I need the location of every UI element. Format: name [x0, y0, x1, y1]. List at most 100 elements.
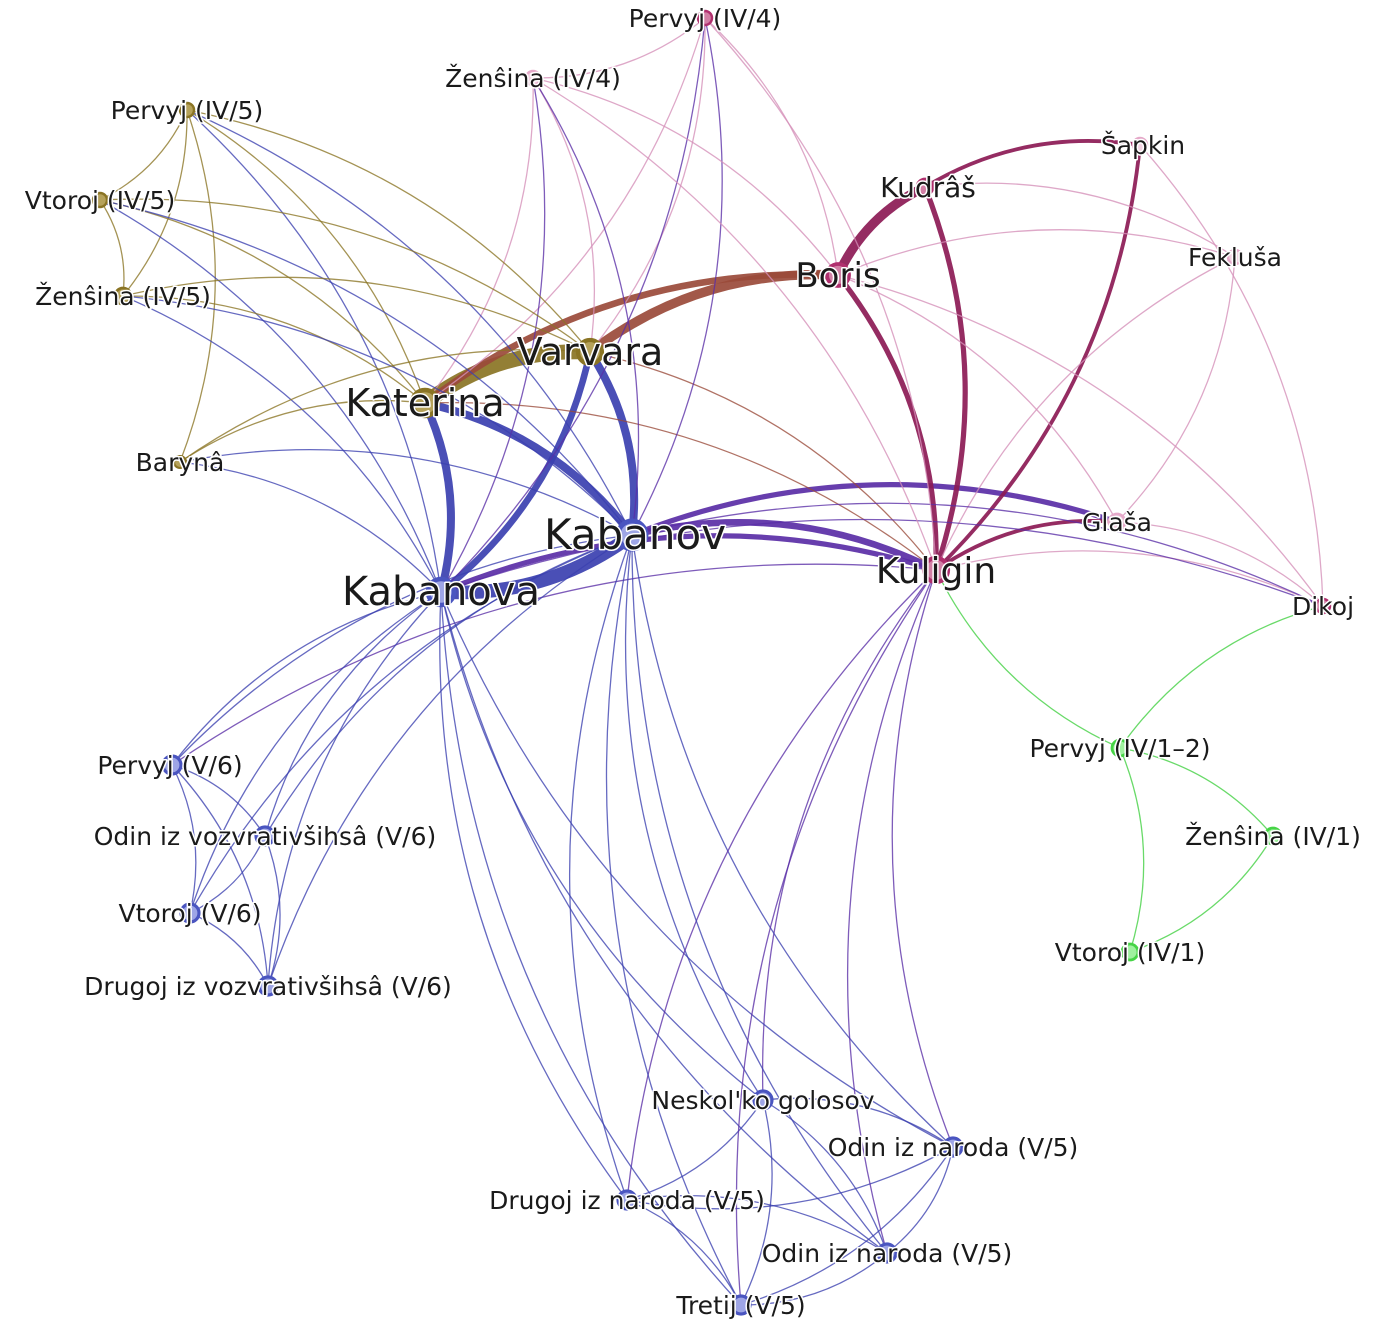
edge-varvara-kuligin	[589, 351, 937, 571]
node-kabanova[interactable]	[425, 576, 457, 608]
edge-neskolko-kuligin	[761, 569, 937, 1101]
node-label-sapkin: Šapkin	[1101, 130, 1185, 160]
node-zensina-iv4[interactable]	[524, 69, 542, 87]
node-kuligin[interactable]	[921, 555, 951, 585]
node-marker-kuligin[interactable]	[921, 555, 951, 585]
edge-kudras-kuligin	[922, 184, 968, 573]
edge-kabanova-kuligin	[438, 533, 939, 595]
node-feklusa[interactable]	[1226, 248, 1244, 266]
node-marker-zensina-iv1[interactable]	[1263, 826, 1283, 846]
node-marker-glasa[interactable]	[1107, 512, 1127, 532]
edge-zensina-iv4-kuligin	[532, 77, 937, 571]
edge-kudras-sapkin	[923, 139, 1142, 189]
node-katerina[interactable]	[409, 387, 441, 419]
edge-odin-naroda-a-kuligin	[891, 569, 954, 1148]
node-marker-varvara[interactable]	[575, 337, 605, 367]
edge-drugoj-naroda-kuligin	[626, 569, 937, 1201]
node-marker-drugoj-naroda[interactable]	[616, 1189, 638, 1211]
node-glasa[interactable]	[1107, 512, 1127, 532]
node-label-pervyj-v6: Pervyj (V/6)	[97, 751, 242, 780]
node-kudras[interactable]	[915, 177, 935, 197]
node-vtoroj-v6[interactable]	[179, 902, 201, 924]
node-label-zensina-iv1: Ženŝina (IV/1)	[1185, 822, 1361, 851]
node-odin-naroda-a[interactable]	[942, 1136, 964, 1158]
node-marker-pervyj-iv5[interactable]	[178, 101, 196, 119]
edge-odin-vozvr-v6-kabanov	[264, 534, 633, 837]
edge-pervyj-iv5-katerina	[186, 109, 426, 404]
edge-baryna-varvara	[179, 348, 591, 463]
node-tretij-v5[interactable]	[730, 1294, 752, 1316]
edge-sapkin-kuligin	[934, 143, 1142, 572]
node-drugoj-vozvr-v6[interactable]	[257, 975, 279, 997]
node-zensina-iv5[interactable]	[113, 286, 133, 306]
edge-kuligin-dikoj	[935, 550, 1324, 607]
node-marker-sapkin[interactable]	[1131, 136, 1149, 154]
node-marker-zensina-iv5[interactable]	[113, 286, 133, 306]
node-label-kabanova: Kabanova	[342, 569, 540, 615]
node-boris[interactable]	[825, 262, 851, 288]
node-sapkin[interactable]	[1131, 136, 1149, 154]
edge-pervyj-v6-kabanov	[171, 534, 633, 766]
node-marker-boris[interactable]	[825, 262, 851, 288]
node-vtoroj-iv1[interactable]	[1120, 942, 1140, 962]
node-label-zensina-iv4: Ženŝina (IV/4)	[445, 64, 621, 93]
edge-zensina-iv4-kabanova	[440, 77, 546, 593]
node-marker-vtoroj-v6[interactable]	[179, 902, 201, 924]
node-pervyj-v6[interactable]	[161, 754, 183, 776]
node-drugoj-naroda[interactable]	[616, 1189, 638, 1211]
node-varvara[interactable]	[575, 337, 605, 367]
node-marker-zensina-iv4[interactable]	[524, 69, 542, 87]
node-pervyj-iv4[interactable]	[696, 9, 714, 27]
node-zensina-iv1[interactable]	[1263, 826, 1283, 846]
edges-layer	[99, 17, 1324, 1306]
node-label-zensina-iv5: Ženŝina (IV/5)	[35, 282, 211, 311]
node-vtoroj-iv5[interactable]	[91, 191, 109, 209]
edge-neskolko-kabanov	[624, 534, 764, 1101]
node-marker-pervyj-v6[interactable]	[161, 754, 183, 776]
node-marker-odin-vozvr-v6[interactable]	[254, 825, 276, 847]
edge-pervyj-iv5-vtoroj-iv5	[99, 109, 188, 201]
edge-zensina-iv5-katerina	[122, 295, 426, 404]
node-odin-naroda-b[interactable]	[876, 1242, 898, 1264]
node-marker-katerina[interactable]	[409, 387, 441, 419]
node-neskolko[interactable]	[752, 1089, 774, 1111]
edge-kabanova-dikoj	[440, 518, 1324, 607]
node-kabanov[interactable]	[615, 518, 649, 552]
node-marker-drugoj-vozvr-v6[interactable]	[257, 975, 279, 997]
node-odin-vozvr-v6[interactable]	[254, 825, 276, 847]
node-label-pervyj-iv5: Pervyj (IV/5)	[111, 96, 264, 125]
edge-baryna-kabanov	[179, 448, 633, 536]
node-marker-baryna[interactable]	[172, 454, 188, 470]
edge-vtoroj-v6-kabanova	[189, 591, 442, 914]
node-marker-kudras[interactable]	[915, 177, 935, 197]
edge-zensina-iv1-vtoroj-iv1	[1129, 835, 1274, 953]
edge-zensina-iv5-kabanov	[122, 295, 633, 536]
edge-varvara-kabanova	[437, 348, 594, 596]
node-marker-pervyj-iv12[interactable]	[1110, 738, 1130, 758]
edge-kabanov-kabanova	[434, 528, 639, 600]
node-baryna[interactable]	[172, 454, 188, 470]
edge-kudras-feklusa	[924, 182, 1236, 258]
node-pervyj-iv5[interactable]	[178, 101, 196, 119]
edge-pervyj-iv5-zensina-iv5	[122, 109, 188, 297]
node-marker-odin-naroda-a[interactable]	[942, 1136, 964, 1158]
edge-odin-vozvr-v6-drugoj-vozvr-v6	[264, 835, 281, 987]
node-marker-neskolko[interactable]	[752, 1089, 774, 1111]
node-label-kabanov: Kabanov	[544, 510, 726, 559]
node-marker-kabanova[interactable]	[425, 576, 457, 608]
edge-pervyj-iv4-kabanov	[631, 17, 723, 536]
node-marker-vtoroj-iv5[interactable]	[91, 191, 109, 209]
node-marker-feklusa[interactable]	[1226, 248, 1244, 266]
edge-pervyj-v6-kuligin	[171, 563, 937, 766]
edge-katerina-kabanova	[421, 399, 455, 596]
node-label-boris: Boris	[795, 256, 880, 296]
node-marker-odin-naroda-b[interactable]	[876, 1242, 898, 1264]
node-marker-kabanov[interactable]	[615, 518, 649, 552]
edge-katerina-kuligin	[424, 401, 937, 571]
node-marker-pervyj-iv4[interactable]	[696, 9, 714, 27]
node-marker-tretij-v5[interactable]	[730, 1294, 752, 1316]
node-marker-vtoroj-iv1[interactable]	[1120, 942, 1140, 962]
node-pervyj-iv12[interactable]	[1110, 738, 1130, 758]
node-marker-dikoj[interactable]	[1314, 597, 1332, 615]
node-dikoj[interactable]	[1314, 597, 1332, 615]
